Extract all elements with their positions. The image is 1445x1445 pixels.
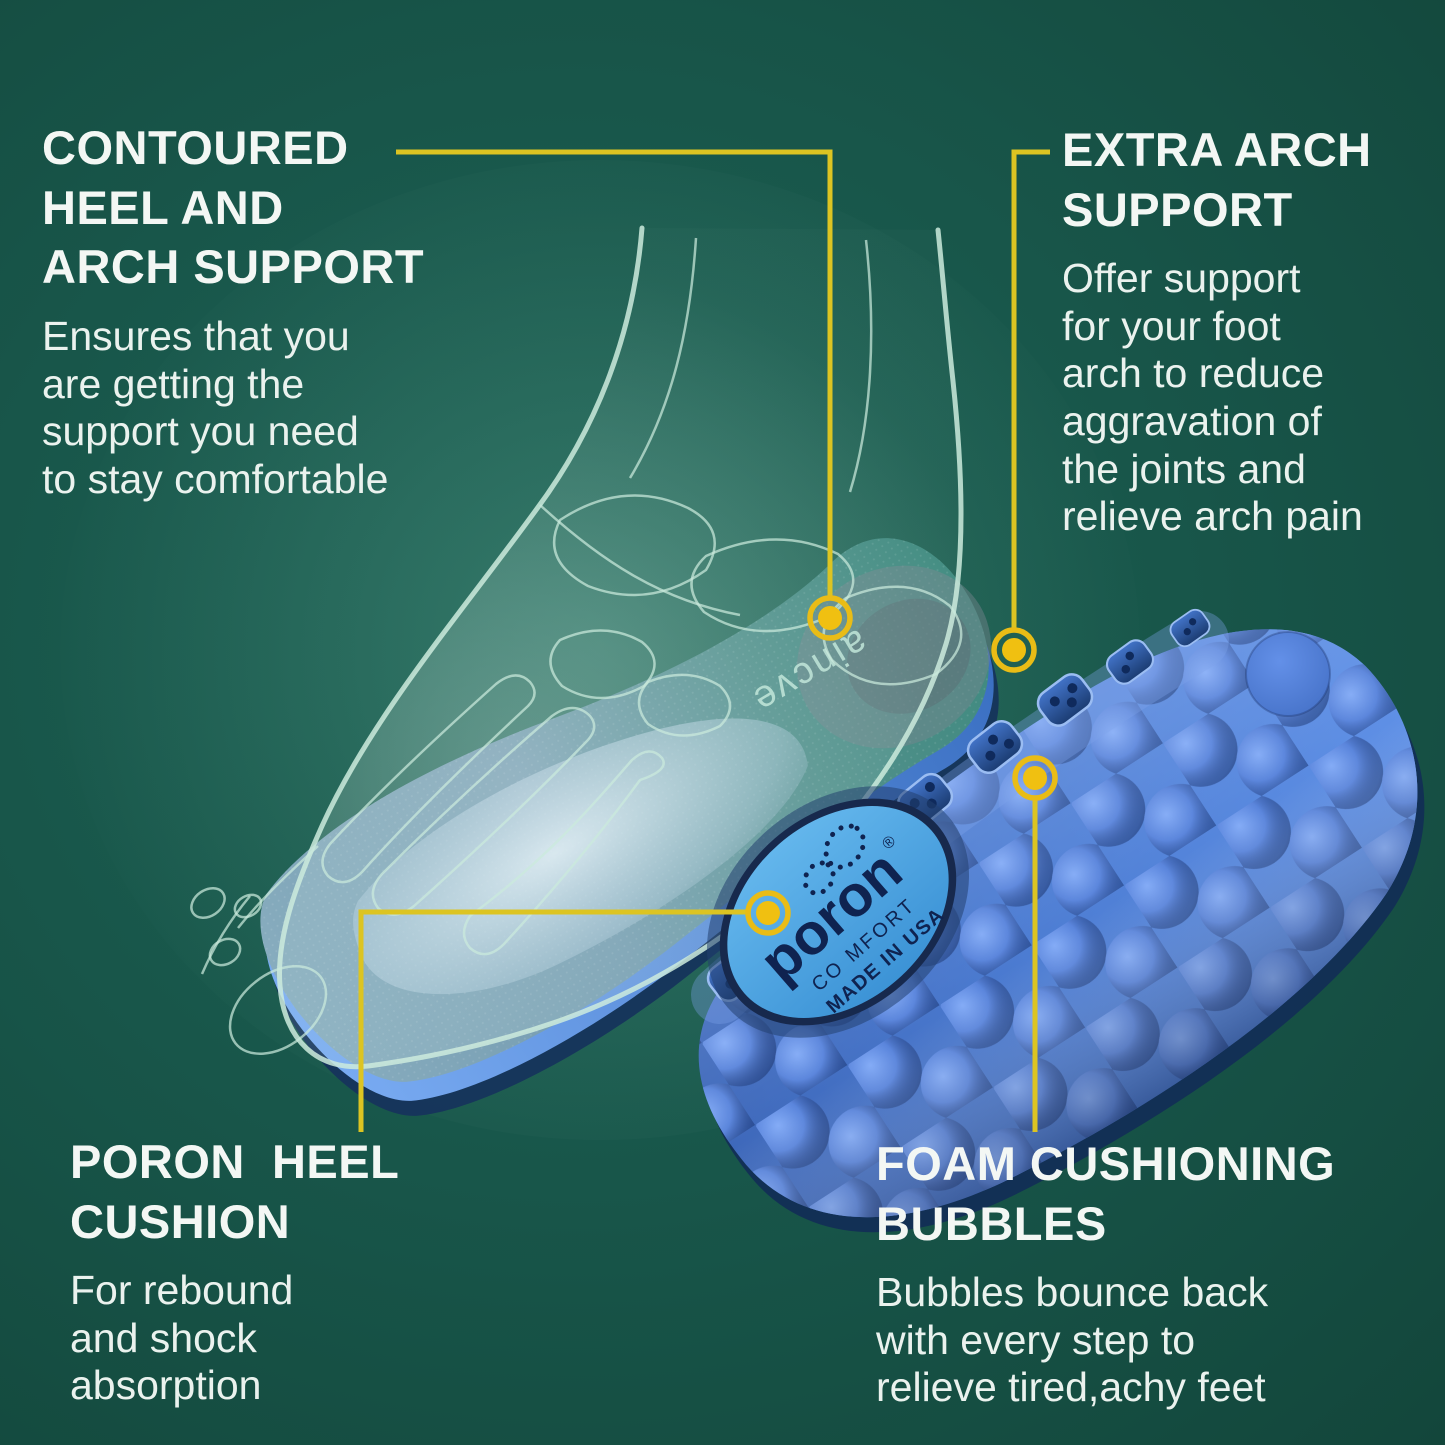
callout-bottom-left-body: For rebound and shock absorption: [70, 1267, 294, 1409]
foot-bones: [190, 237, 963, 1055]
poron-infinity-logo: [802, 823, 866, 896]
callout-marker-heel-arch-support: [807, 595, 853, 641]
callout-lines: [358, 149, 1050, 1132]
callout-bottom-left: PORON HEEL CUSHION For rebound and shock…: [70, 1132, 399, 1410]
callout-marker-poron-heel-cushion: [745, 890, 791, 936]
callout-line-bottom-left: [358, 909, 747, 1132]
callout-markers: [745, 595, 1058, 936]
callout-marker-extra-arch-support: [991, 627, 1037, 673]
callout-top-right-body: Offer support for your foot arch to redu…: [1062, 255, 1363, 540]
callout-top-left-title: CONTOURED HEEL AND ARCH SUPPORT: [42, 121, 425, 294]
callout-top-left: CONTOURED HEEL AND ARCH SUPPORT Ensures …: [42, 118, 424, 503]
callout-top-right-title: EXTRA ARCH SUPPORT: [1062, 123, 1372, 236]
callout-bottom-left-title: PORON HEEL CUSHION: [70, 1135, 400, 1248]
callout-bottom-right-title: FOAM CUSHIONING BUBBLES: [876, 1137, 1336, 1250]
callout-bottom-right-body: Bubbles bounce back with every step to r…: [876, 1269, 1269, 1411]
callout-top-right: EXTRA ARCH SUPPORT Offer support for you…: [1062, 120, 1372, 541]
poron-badge: poron ® CO MFORT MADE IN USA: [706, 786, 970, 1038]
callout-marker-foam-bubbles: [1012, 755, 1058, 801]
flat-bubble-spot: [1245, 631, 1331, 717]
callout-top-left-body: Ensures that you are getting the support…: [42, 313, 389, 502]
callout-bottom-right: FOAM CUSHIONING BUBBLES Bubbles bounce b…: [876, 1134, 1335, 1412]
callout-line-top-right: [1011, 149, 1050, 628]
callout-line-top-left: [396, 149, 833, 596]
